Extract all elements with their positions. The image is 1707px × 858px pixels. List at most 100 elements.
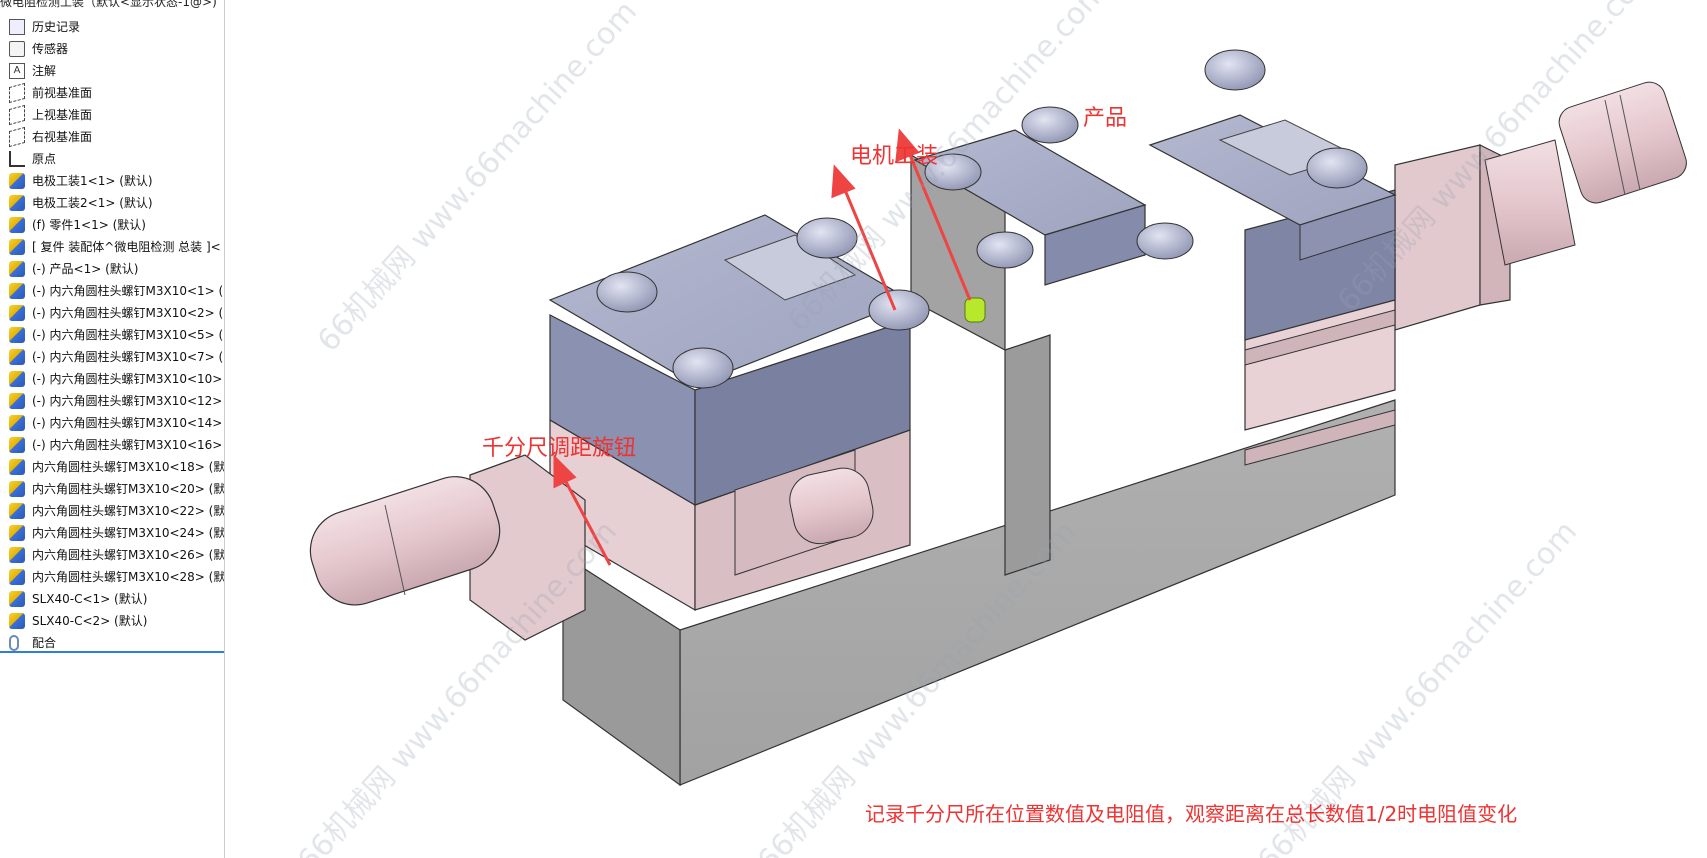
- tree-item[interactable]: (-) 内六角圆柱头螺钉M3X10<2> (: [0, 302, 224, 324]
- plane-icon: [9, 104, 25, 126]
- tree-item-label: (-) 内六角圆柱头螺钉M3X10<5> (: [32, 328, 224, 342]
- tree-item[interactable]: (f) 零件1<1> (默认): [0, 214, 224, 236]
- part-icon: [9, 371, 25, 387]
- tree-item[interactable]: SLX40-C<2> (默认): [0, 610, 224, 632]
- callout-motor-fixture: 电机工装: [850, 144, 939, 169]
- part-icon: [9, 481, 25, 497]
- tree-item[interactable]: (-) 内六角圆柱头螺钉M3X10<1> (: [0, 280, 224, 302]
- callout-measurement-note: 记录千分尺所在位置数值及电阻值，观察距离在总长数值1/2时电阻值变化: [865, 802, 1518, 826]
- part-icon: [9, 569, 25, 585]
- tree-item-label: (-) 内六角圆柱头螺钉M3X10<16>: [32, 438, 223, 452]
- tree-item-label: 内六角圆柱头螺钉M3X10<24> (默: [32, 526, 224, 540]
- part-icon: [9, 239, 25, 255]
- tree-item[interactable]: 电极工装2<1> (默认): [0, 192, 224, 214]
- part-icon: [9, 305, 25, 321]
- tree-item[interactable]: 内六角圆柱头螺钉M3X10<26> (默: [0, 544, 224, 566]
- tree-item[interactable]: 内六角圆柱头螺钉M3X10<22> (默: [0, 500, 224, 522]
- tree-root-assembly[interactable]: 微电阻检测工装（默认<显示状态-1@>): [0, 0, 217, 9]
- tree-item[interactable]: 前视基准面: [0, 82, 224, 104]
- screw-heads: [596, 49, 1368, 389]
- callout-micrometer-knob: 千分尺调距旋钮: [482, 436, 637, 461]
- tree-item[interactable]: 内六角圆柱头螺钉M3X10<24> (默: [0, 522, 224, 544]
- tree-item[interactable]: SLX40-C<1> (默认): [0, 588, 224, 610]
- left-micrometer: [309, 454, 586, 641]
- tree-item-label: (-) 内六角圆柱头螺钉M3X10<7> (: [32, 350, 224, 364]
- tree-item-label: 内六角圆柱头螺钉M3X10<28> (默: [32, 570, 224, 584]
- tree-item[interactable]: 原点: [0, 148, 224, 170]
- mate-icon: [9, 635, 19, 651]
- plane-icon: [9, 82, 25, 104]
- tree-item[interactable]: (-) 内六角圆柱头螺钉M3X10<5> (: [0, 324, 224, 346]
- part-icon: [9, 613, 25, 629]
- tree-item-label: 电极工装1<1> (默认): [32, 174, 153, 188]
- tree-item[interactable]: 上视基准面: [0, 104, 224, 126]
- tree-item[interactable]: (-) 内六角圆柱头螺钉M3X10<16>: [0, 434, 224, 456]
- part-icon: [9, 415, 25, 431]
- product-part: [964, 297, 986, 323]
- tree-item[interactable]: (-) 内六角圆柱头螺钉M3X10<12>: [0, 390, 224, 412]
- tree-item-label: (-) 内六角圆柱头螺钉M3X10<12>: [32, 394, 223, 408]
- assembly-model: [309, 49, 1687, 787]
- tree-separator: [0, 651, 224, 653]
- tree-item-label: SLX40-C<2> (默认): [32, 614, 148, 628]
- graphics-viewport[interactable]: 66机械网 www.66machine.com 66机械网 www.66mach…: [225, 0, 1707, 858]
- tree-item[interactable]: 内六角圆柱头螺钉M3X10<18> (默: [0, 456, 224, 478]
- tree-item-label: (-) 内六角圆柱头螺钉M3X10<2> (: [32, 306, 224, 320]
- tree-item[interactable]: 内六角圆柱头螺钉M3X10<28> (默: [0, 566, 224, 588]
- base-block: [562, 153, 1396, 787]
- tree-item-label: 内六角圆柱头螺钉M3X10<18> (默: [32, 460, 224, 474]
- tree-item[interactable]: 内六角圆柱头螺钉M3X10<20> (默: [0, 478, 224, 500]
- tree-item[interactable]: (-) 内六角圆柱头螺钉M3X10<14>: [0, 412, 224, 434]
- part-icon: [9, 349, 25, 365]
- callout-arrows: [553, 128, 972, 566]
- right-micrometer: [1394, 81, 1687, 331]
- tree-item-label: 注解: [32, 64, 57, 78]
- tree-item-label: 上视基准面: [32, 108, 93, 122]
- tree-item-label: 内六角圆柱头螺钉M3X10<26> (默: [32, 548, 224, 562]
- tree-item[interactable]: [ 复件 装配体^微电阻检测 总装 ]<: [0, 236, 224, 258]
- tree-item-label: 右视基准面: [32, 130, 93, 144]
- callout-product: 产品: [1083, 106, 1128, 131]
- part-icon: [9, 437, 25, 453]
- tree-item[interactable]: (-) 内六角圆柱头螺钉M3X10<7> (: [0, 346, 224, 368]
- tree-item[interactable]: A 注解: [0, 60, 224, 82]
- tree-item-label: (-) 内六角圆柱头螺钉M3X10<1> (: [32, 284, 224, 298]
- tree-item-label: (f) 零件1<1> (默认): [32, 218, 146, 232]
- tree-item[interactable]: 电极工装1<1> (默认): [0, 170, 224, 192]
- part-icon: [9, 173, 25, 189]
- plane-icon: [9, 126, 25, 148]
- tree-item-label: 前视基准面: [32, 86, 93, 100]
- tree-item-label: 历史记录: [32, 20, 81, 34]
- tree-item-label: [ 复件 装配体^微电阻检测 总装 ]<: [32, 240, 221, 254]
- tree-item[interactable]: 配合: [0, 632, 224, 654]
- part-icon: [9, 261, 25, 277]
- tree-item-label: 内六角圆柱头螺钉M3X10<22> (默: [32, 504, 224, 518]
- tree-item[interactable]: 右视基准面: [0, 126, 224, 148]
- tree-item[interactable]: (-) 产品<1> (默认): [0, 258, 224, 280]
- part-icon: [9, 503, 25, 519]
- feature-tree-panel: 微电阻检测工装（默认<显示状态-1@>) 历史记录传感器 A 注解前视基准面上视基准…: [0, 0, 225, 858]
- right-fixture-module: [1148, 114, 1397, 466]
- tree-item-label: SLX40-C<1> (默认): [32, 592, 148, 606]
- feature-tree-list: 历史记录传感器 A 注解前视基准面上视基准面右视基准面原点电极工装1<1> (默认)…: [0, 16, 224, 654]
- tree-item[interactable]: (-) 内六角圆柱头螺钉M3X10<10>: [0, 368, 224, 390]
- part-icon: [9, 283, 25, 299]
- tree-item-label: 电极工装2<1> (默认): [32, 196, 153, 210]
- part-icon: [9, 525, 25, 541]
- tree-item-label: 传感器: [32, 42, 69, 56]
- tree-item-label: 原点: [32, 152, 57, 166]
- tree-item-label: 内六角圆柱头螺钉M3X10<20> (默: [32, 482, 224, 496]
- tree-item[interactable]: 传感器: [0, 38, 224, 60]
- annotation-icon: A: [9, 63, 25, 79]
- part-icon: [9, 327, 25, 343]
- part-icon: [9, 591, 25, 607]
- origin-icon: [9, 151, 25, 167]
- tree-item-label: (-) 产品<1> (默认): [32, 262, 139, 276]
- history-icon: [9, 19, 25, 35]
- tree-item-label: (-) 内六角圆柱头螺钉M3X10<14>: [32, 416, 223, 430]
- tree-item-label: (-) 内六角圆柱头螺钉M3X10<10>: [32, 372, 223, 386]
- tree-item-label: 配合: [32, 636, 57, 650]
- part-icon: [9, 393, 25, 409]
- part-icon: [9, 547, 25, 563]
- tree-item[interactable]: 历史记录: [0, 16, 224, 38]
